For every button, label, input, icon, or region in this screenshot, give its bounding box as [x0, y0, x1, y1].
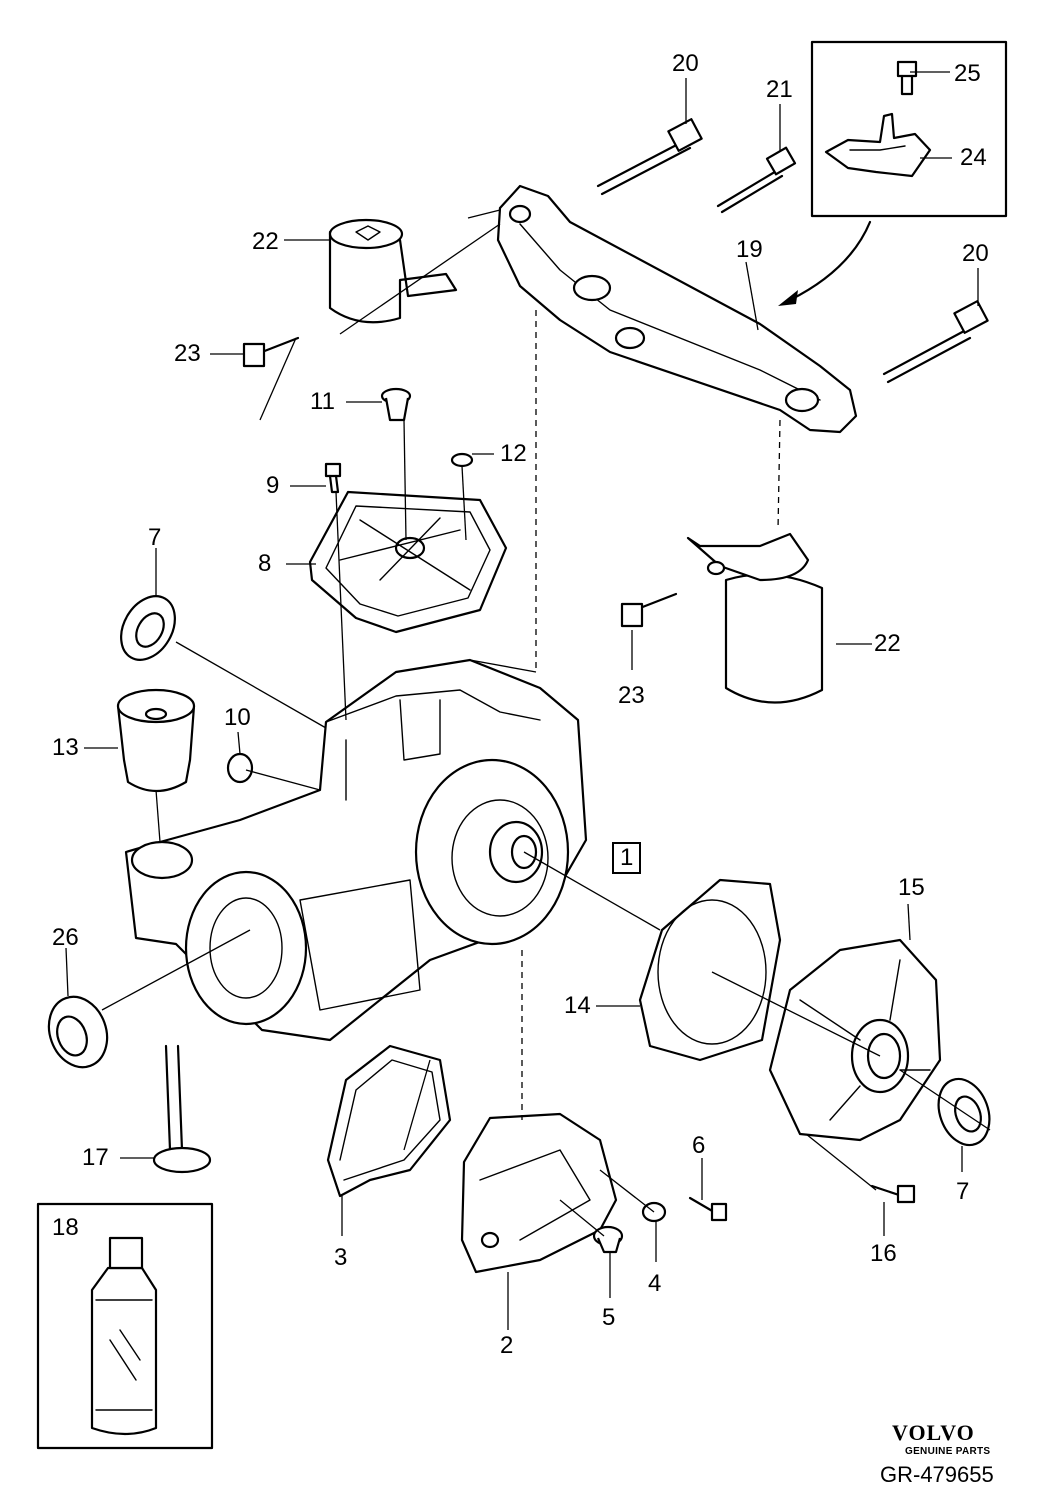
part-label: 5	[602, 1304, 616, 1331]
seal-part-7-right	[937, 1077, 991, 1147]
bolt-part-25	[896, 60, 918, 96]
part-label: 9	[266, 472, 280, 499]
part-label: 10	[224, 704, 251, 731]
bushing-part-10	[226, 752, 254, 784]
part-label: 7	[148, 524, 162, 551]
diagram-reference-number: GR-479655	[880, 1462, 994, 1485]
part-label: 23	[618, 682, 645, 709]
rubber-mount-part-22-top	[328, 218, 458, 324]
oil-bottle-part-18	[90, 1236, 158, 1436]
part-label: 21	[766, 76, 793, 103]
part-label: 20	[672, 50, 699, 77]
part-label: 22	[252, 228, 279, 255]
part-label: 14	[564, 992, 591, 1019]
seal-part-26	[47, 995, 109, 1069]
bushing-part-13	[116, 688, 196, 792]
part-label: 7	[956, 1178, 970, 1205]
part-label: 4	[648, 1270, 662, 1297]
bolt-part-16	[870, 1184, 916, 1204]
bolt-part-23-lower	[620, 592, 678, 628]
rear-cover-part-15	[768, 938, 942, 1142]
part-label: 2	[500, 1332, 514, 1359]
part-label: 8	[258, 550, 272, 577]
stud-part-17	[152, 1044, 212, 1174]
inset-frame-bracket	[810, 40, 1008, 218]
bolt-part-20-top	[596, 118, 703, 196]
bolt-part-21	[716, 146, 797, 214]
part-label: 26	[52, 924, 79, 951]
part-label: 24	[960, 144, 987, 171]
part-label: 15	[898, 874, 925, 901]
part-label: 20	[962, 240, 989, 267]
part-label: 25	[954, 60, 981, 87]
part-label: 17	[82, 1144, 109, 1171]
bracket-part-24	[824, 112, 932, 178]
cover-part-2	[460, 1112, 618, 1274]
part-label: 13	[52, 734, 79, 761]
seal-part-7-left	[120, 595, 176, 661]
torque-rod-part-19	[496, 184, 858, 434]
plug-part-12	[450, 452, 474, 468]
part-label: 6	[692, 1132, 706, 1159]
bolt-part-20-right	[882, 300, 989, 384]
part-label: 22	[874, 630, 901, 657]
gasket-part-14	[638, 878, 782, 1062]
inset-arrow-head	[778, 290, 798, 306]
bolt-part-23-top	[242, 336, 300, 368]
cover-plate-part-8	[308, 490, 508, 634]
part-label: 12	[500, 440, 527, 467]
inset-frame-oil	[36, 1202, 214, 1450]
part-label: 19	[736, 236, 763, 263]
part-label: 3	[334, 1244, 348, 1271]
inset-arrow-line	[788, 220, 872, 302]
part-label: 16	[870, 1240, 897, 1267]
assembly-reference-box: 1	[612, 842, 642, 874]
rubber-mount-part-22-lower	[686, 532, 824, 704]
gasket-part-3	[326, 1044, 452, 1198]
brand-logo-text: VOLVO	[892, 1420, 975, 1445]
part-label: 23	[174, 340, 201, 367]
breather-part-11	[380, 387, 412, 422]
brand-subtitle: GENUINE PARTS	[905, 1446, 991, 1457]
rear-differential-housing	[124, 658, 588, 1042]
bolt-part-9	[324, 462, 342, 494]
plug-part-5	[592, 1225, 624, 1254]
part-label: 11	[310, 388, 335, 415]
bolt-part-6	[688, 1196, 728, 1222]
leader-lines	[65, 71, 991, 1330]
part-label: 18	[52, 1214, 79, 1241]
